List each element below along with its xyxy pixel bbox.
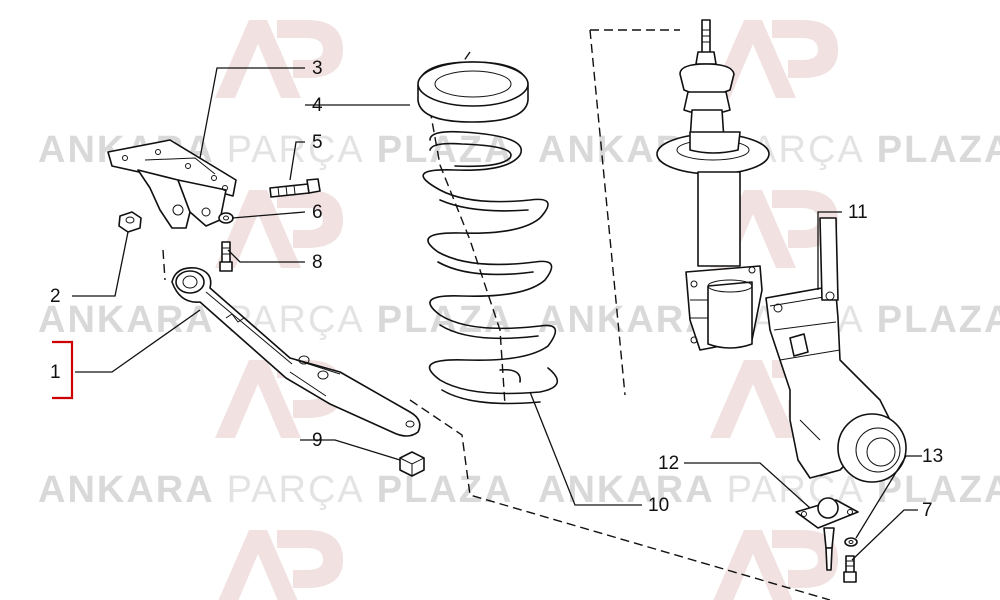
highlight-bracket-1 (52, 340, 74, 400)
wm-brand-bold-left: ANKARA (538, 299, 715, 341)
wm-brand-bold-right: PLAZA (377, 299, 514, 341)
callout-12: 12 (658, 453, 679, 474)
wm-brand-bold-right: PLAZA (377, 469, 514, 511)
part-washer-6 (218, 212, 234, 224)
callout-10: 10 (648, 495, 669, 516)
wm-brand-bold-right: PLAZA (877, 129, 1000, 171)
part-washer-13 (844, 537, 858, 547)
part-control-arm (171, 266, 421, 437)
wm-brand-bold-left: ANKARA (538, 469, 715, 511)
callout-5: 5 (312, 132, 323, 153)
part-spring-seat (417, 61, 529, 123)
wm-brand-bold-right: PLAZA (877, 299, 1000, 341)
callout-6: 6 (312, 202, 323, 223)
wm-brand-bold-left: ANKARA (38, 469, 215, 511)
callout-1: 1 (50, 362, 61, 383)
callout-13: 13 (922, 446, 943, 467)
callout-3: 3 (312, 58, 323, 79)
leader-lines (72, 67, 922, 561)
wm-brand-bold-left: ANKARA (38, 299, 215, 341)
part-mount-bracket (107, 139, 237, 229)
part-coil-spring (422, 130, 558, 405)
wm-brand-bold-right: PLAZA (877, 469, 1000, 511)
callout-2: 2 (50, 286, 61, 307)
part-nut-9 (399, 451, 425, 477)
part-steering-knuckle (765, 217, 907, 483)
callout-9: 9 (312, 430, 323, 451)
wm-brand-light: PARÇA (227, 129, 365, 171)
part-shock-absorber (656, 19, 770, 351)
part-bolt-7 (843, 555, 857, 583)
part-bolt-5 (269, 178, 321, 198)
wm-brand-bold-right: PLAZA (377, 129, 514, 171)
callout-8: 8 (312, 252, 323, 273)
callout-7: 7 (922, 500, 933, 521)
callout-4: 4 (312, 95, 323, 116)
part-ball-joint (795, 497, 859, 571)
part-bolt-8 (219, 241, 233, 272)
callout-labels: 1 2 3 4 5 6 7 8 9 10 11 12 13 (50, 58, 943, 521)
part-nut-2 (118, 211, 142, 233)
callout-11: 11 (848, 202, 868, 223)
wm-brand-light: PARÇA (227, 469, 365, 511)
